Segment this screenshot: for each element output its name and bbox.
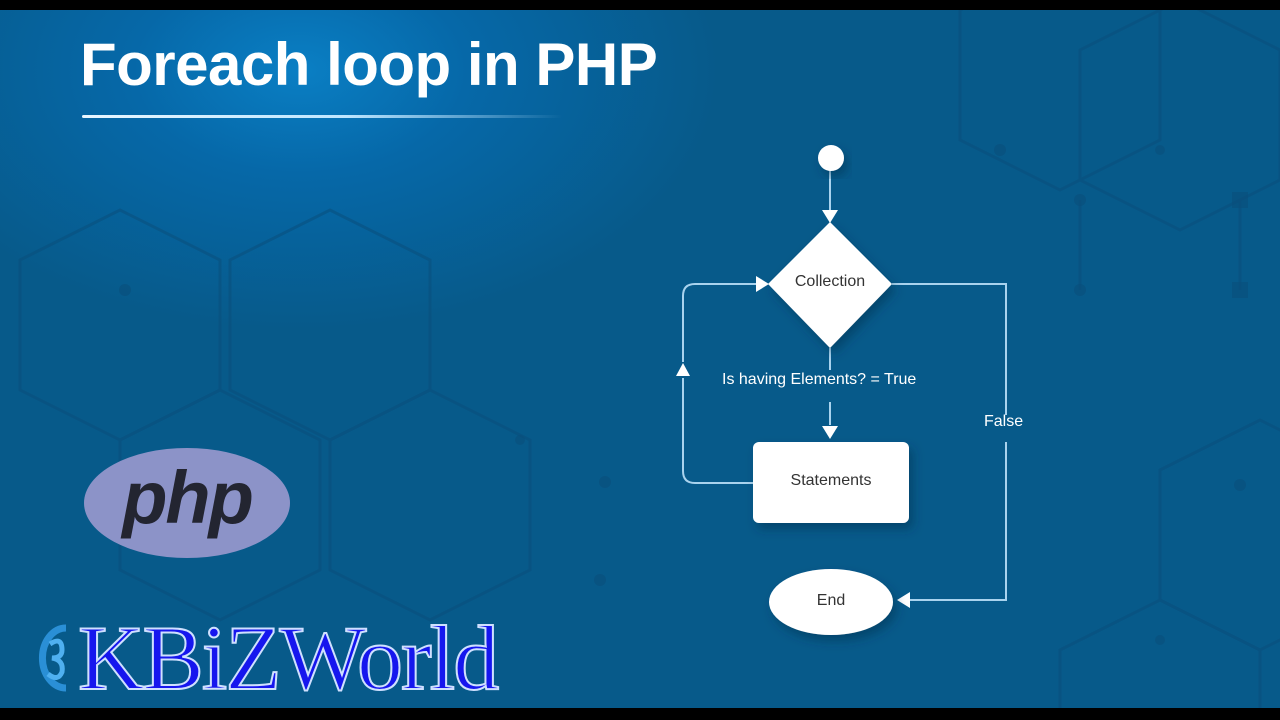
decision-diamond <box>768 222 892 348</box>
php-logo-text: php <box>122 456 254 539</box>
flowchart <box>676 145 1007 635</box>
process-label: Statements <box>790 472 872 489</box>
start-node <box>818 145 844 171</box>
false-label: False <box>984 413 1024 430</box>
brand-name: KBiZWorld <box>77 607 500 708</box>
brand-watermark: KBiZWorld <box>36 607 500 708</box>
end-node <box>769 569 893 635</box>
title-underline <box>82 115 562 118</box>
slide-canvas: Foreach loop in PHP <box>0 10 1280 708</box>
end-label: End <box>816 592 846 609</box>
process-box <box>753 442 909 523</box>
hexagon-background-pattern <box>18 10 1280 708</box>
decision-label: Collection <box>794 273 866 290</box>
php-logo: php <box>84 448 290 558</box>
page-title: Foreach loop in PHP <box>80 31 658 98</box>
brand-logo-icon <box>38 624 67 692</box>
condition-label: Is having Elements? = True <box>722 371 917 388</box>
